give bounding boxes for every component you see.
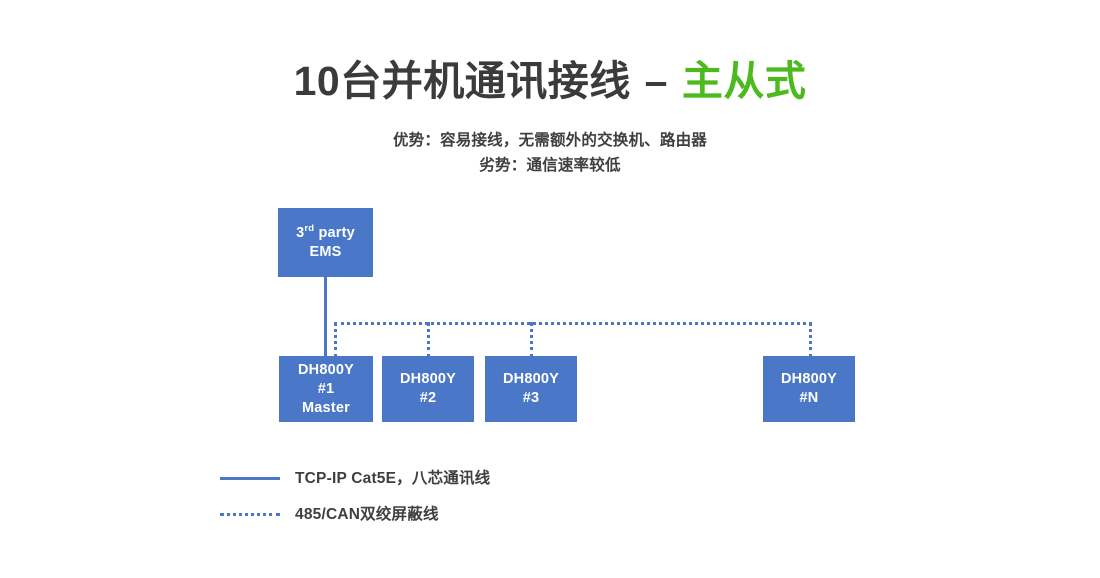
legend: TCP-IP Cat5E，八芯通讯线 485/CAN双绞屏蔽线: [220, 462, 860, 534]
connector-dotted-bus: [334, 322, 812, 325]
node-dh2-label: DH800Y #2: [399, 371, 456, 406]
legend-label-485can: 485/CAN双绞屏蔽线: [295, 506, 439, 523]
subtitle-disadvantage: 劣势：通信速率较低: [479, 157, 621, 174]
node-dh3-label: DH800Y #3: [502, 371, 559, 406]
node-dh1-label: DH800Y #1 Master: [297, 361, 354, 416]
connector-dotted-drop-dh2: [427, 322, 430, 358]
node-ems-line2: EMS: [309, 243, 342, 260]
node-dh800y-1-master[interactable]: DH800Y #1 Master: [279, 356, 373, 422]
connector-dotted-drop-dh1: [334, 322, 337, 358]
node-ems-ordinal-suffix: rd: [304, 222, 315, 234]
legend-swatch-solid-line-icon: [220, 477, 280, 480]
connector-dotted-drop-dhn: [809, 322, 812, 358]
node-ems-line1-num: 3: [296, 224, 305, 241]
page-title-dash: –: [644, 58, 668, 104]
node-dh800y-n[interactable]: DH800Y #N: [763, 356, 855, 422]
node-ems-line1-rest: party: [314, 224, 355, 241]
node-dh800y-2[interactable]: DH800Y #2: [382, 356, 474, 422]
legend-item-485can: 485/CAN双绞屏蔽线: [220, 498, 860, 534]
node-dh800y-3[interactable]: DH800Y #3: [485, 356, 577, 422]
legend-label-tcpip: TCP-IP Cat5E，八芯通讯线: [295, 470, 491, 487]
subtitle-advantage: 优势：容易接线，无需额外的交换机、路由器: [392, 132, 707, 149]
node-dhn-label: DH800Y #N: [780, 371, 837, 406]
connector-solid-ems-to-master: [324, 276, 327, 358]
page-title-accent: 主从式: [681, 58, 807, 104]
legend-swatch-dotted-line-icon: [220, 513, 280, 516]
page-title-main: 10台并机通讯接线: [293, 58, 631, 104]
legend-item-tcpip: TCP-IP Cat5E，八芯通讯线: [220, 462, 860, 498]
page-title: 10台并机通讯接线 – 主从式: [0, 57, 1100, 106]
subtitle: 优势：容易接线，无需额外的交换机、路由器 劣势：通信速率较低: [0, 128, 1100, 178]
connector-dotted-drop-dh3: [530, 322, 533, 358]
